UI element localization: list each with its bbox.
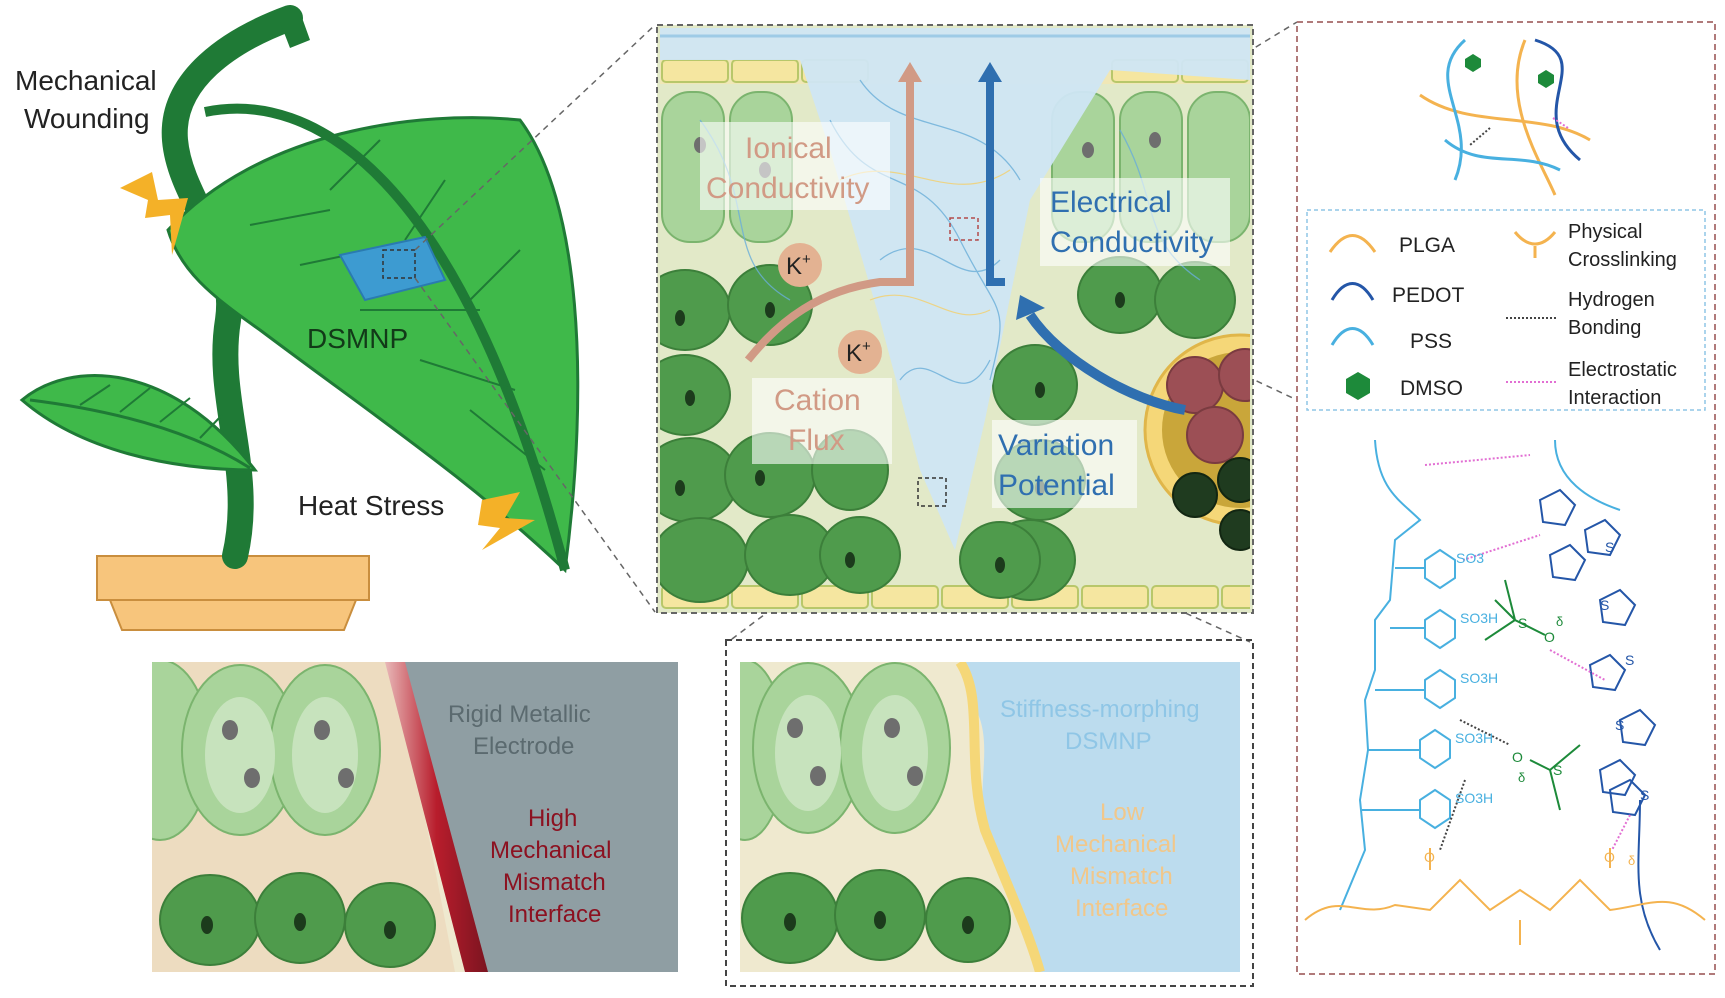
high-mismatch-edge (385, 662, 488, 972)
molecular-panel (1296, 21, 1716, 975)
variation-label-1: Variation (998, 429, 1114, 462)
soft-interface-panel (725, 639, 1254, 987)
hbond-legend-label-1: Hydrogen (1568, 289, 1655, 311)
physical-legend-label-1: Physical (1568, 221, 1642, 243)
dmso-sulfur-label: S (1553, 762, 1562, 778)
plga-legend-icon (1328, 234, 1377, 253)
tissue-panel (656, 24, 1254, 614)
high-mismatch-label-1: High (528, 805, 577, 832)
so3h-label: SO3H (1460, 670, 1498, 686)
hbond-legend-label-2: Bonding (1568, 317, 1641, 339)
variation-arrow (1025, 312, 1186, 415)
low-mismatch-label-3: Mismatch (1070, 863, 1173, 890)
bolt-icon (120, 172, 188, 255)
cation-label-1: Cation (774, 384, 861, 417)
pedot-legend-label: PEDOT (1392, 284, 1465, 307)
ester-oxygen-label: O (1604, 849, 1615, 865)
large-leaf (166, 103, 580, 574)
pedot-legend-icon (1330, 282, 1375, 301)
so3h-label: SO3H (1455, 730, 1493, 746)
electro-legend-label-1: Electrostatic (1568, 359, 1677, 381)
rigid-interface-panel (152, 662, 678, 972)
electrical-arrow (986, 75, 1005, 286)
wounding-label: Wounding (24, 103, 150, 134)
dmso-legend-icon (1346, 372, 1370, 400)
so3h-label: SO3H (1460, 610, 1498, 626)
small-leaf (19, 374, 259, 472)
plga-legend-label: PLGA (1399, 234, 1455, 257)
dsmnp-patch (338, 235, 447, 302)
dmso-oxygen-label: O (1544, 629, 1555, 645)
dmso-hexagon-icon (1465, 54, 1481, 72)
rigid-electrode-label-1: Rigid Metallic (448, 701, 591, 728)
delta-label: δ (1518, 770, 1525, 785)
pss-legend-label: PSS (1410, 330, 1452, 353)
ester-oxygen-label: O (1424, 849, 1435, 865)
dmso-oxygen-label: O (1512, 749, 1523, 765)
bolt-icon (478, 492, 535, 550)
chemical-structure (1304, 439, 1706, 951)
sulfur-label: S (1605, 539, 1614, 555)
electrical-arrow-head (978, 62, 1002, 82)
patch-zoom-box (382, 249, 416, 279)
variation-arrow-head (1016, 295, 1045, 320)
k-ion-label: K+ (786, 251, 811, 280)
mechanical-label: Mechanical (15, 65, 157, 96)
crosslink-legend-icon (1513, 231, 1557, 258)
high-mismatch-label-2: Mechanical (490, 837, 611, 864)
high-mismatch-label-3: Mismatch (503, 869, 606, 896)
ionic-label-1: Ionical (745, 132, 832, 165)
k-ion (778, 243, 822, 287)
so3h-label: SO3H (1455, 790, 1493, 806)
low-mismatch-label-4: Interface (1075, 895, 1168, 922)
pss-legend-icon (1330, 327, 1375, 346)
network-schematic (1419, 38, 1591, 196)
heat-stress-label: Heat Stress (298, 490, 444, 521)
stiffness-label-2: DSMNP (1065, 728, 1152, 755)
ionic-arrow-head (898, 62, 922, 82)
sulfur-label: S (1625, 652, 1634, 668)
dsmnp-label: DSMNP (307, 323, 408, 354)
k-ion (838, 330, 882, 374)
high-mismatch-label-4: Interface (508, 901, 601, 928)
delta-label: δ (1628, 853, 1635, 868)
cation-label-2: Flux (788, 424, 845, 457)
electro-legend-label-2: Interaction (1568, 387, 1661, 409)
dmso-sulfur-label: S (1518, 615, 1527, 631)
ionic-arrow (744, 75, 914, 363)
rigid-electrode-label-2: Electrode (473, 733, 574, 760)
low-mismatch-label-2: Mechanical (1055, 831, 1176, 858)
stiffness-label-1: Stiffness-morphing (1000, 696, 1200, 723)
sulfur-label: S (1615, 717, 1624, 733)
plant-illustration (19, 5, 580, 631)
stem-tip (280, 12, 310, 48)
ionic-label-2: Conductivity (706, 172, 869, 205)
legend-box (1306, 209, 1706, 411)
physical-legend-label-2: Crosslinking (1568, 249, 1677, 271)
low-mismatch-label-1: Low (1100, 799, 1145, 826)
dmso-legend-label: DMSO (1400, 377, 1463, 400)
variation-label-2: Potential (998, 469, 1115, 502)
pot-body (108, 599, 358, 631)
dsmnp-wedge (660, 28, 1250, 550)
electrical-label-2: Conductivity (1050, 226, 1213, 259)
so3-label: SO3 (1456, 550, 1484, 566)
delta-label: δ (1556, 614, 1563, 629)
sulfur-label: S (1600, 597, 1609, 613)
dmso-hexagon-icon (1538, 70, 1554, 88)
sulfur-label: S (1640, 787, 1649, 803)
electrical-label-1: Electrical (1050, 186, 1172, 219)
k-ion-label: K+ (846, 338, 871, 367)
